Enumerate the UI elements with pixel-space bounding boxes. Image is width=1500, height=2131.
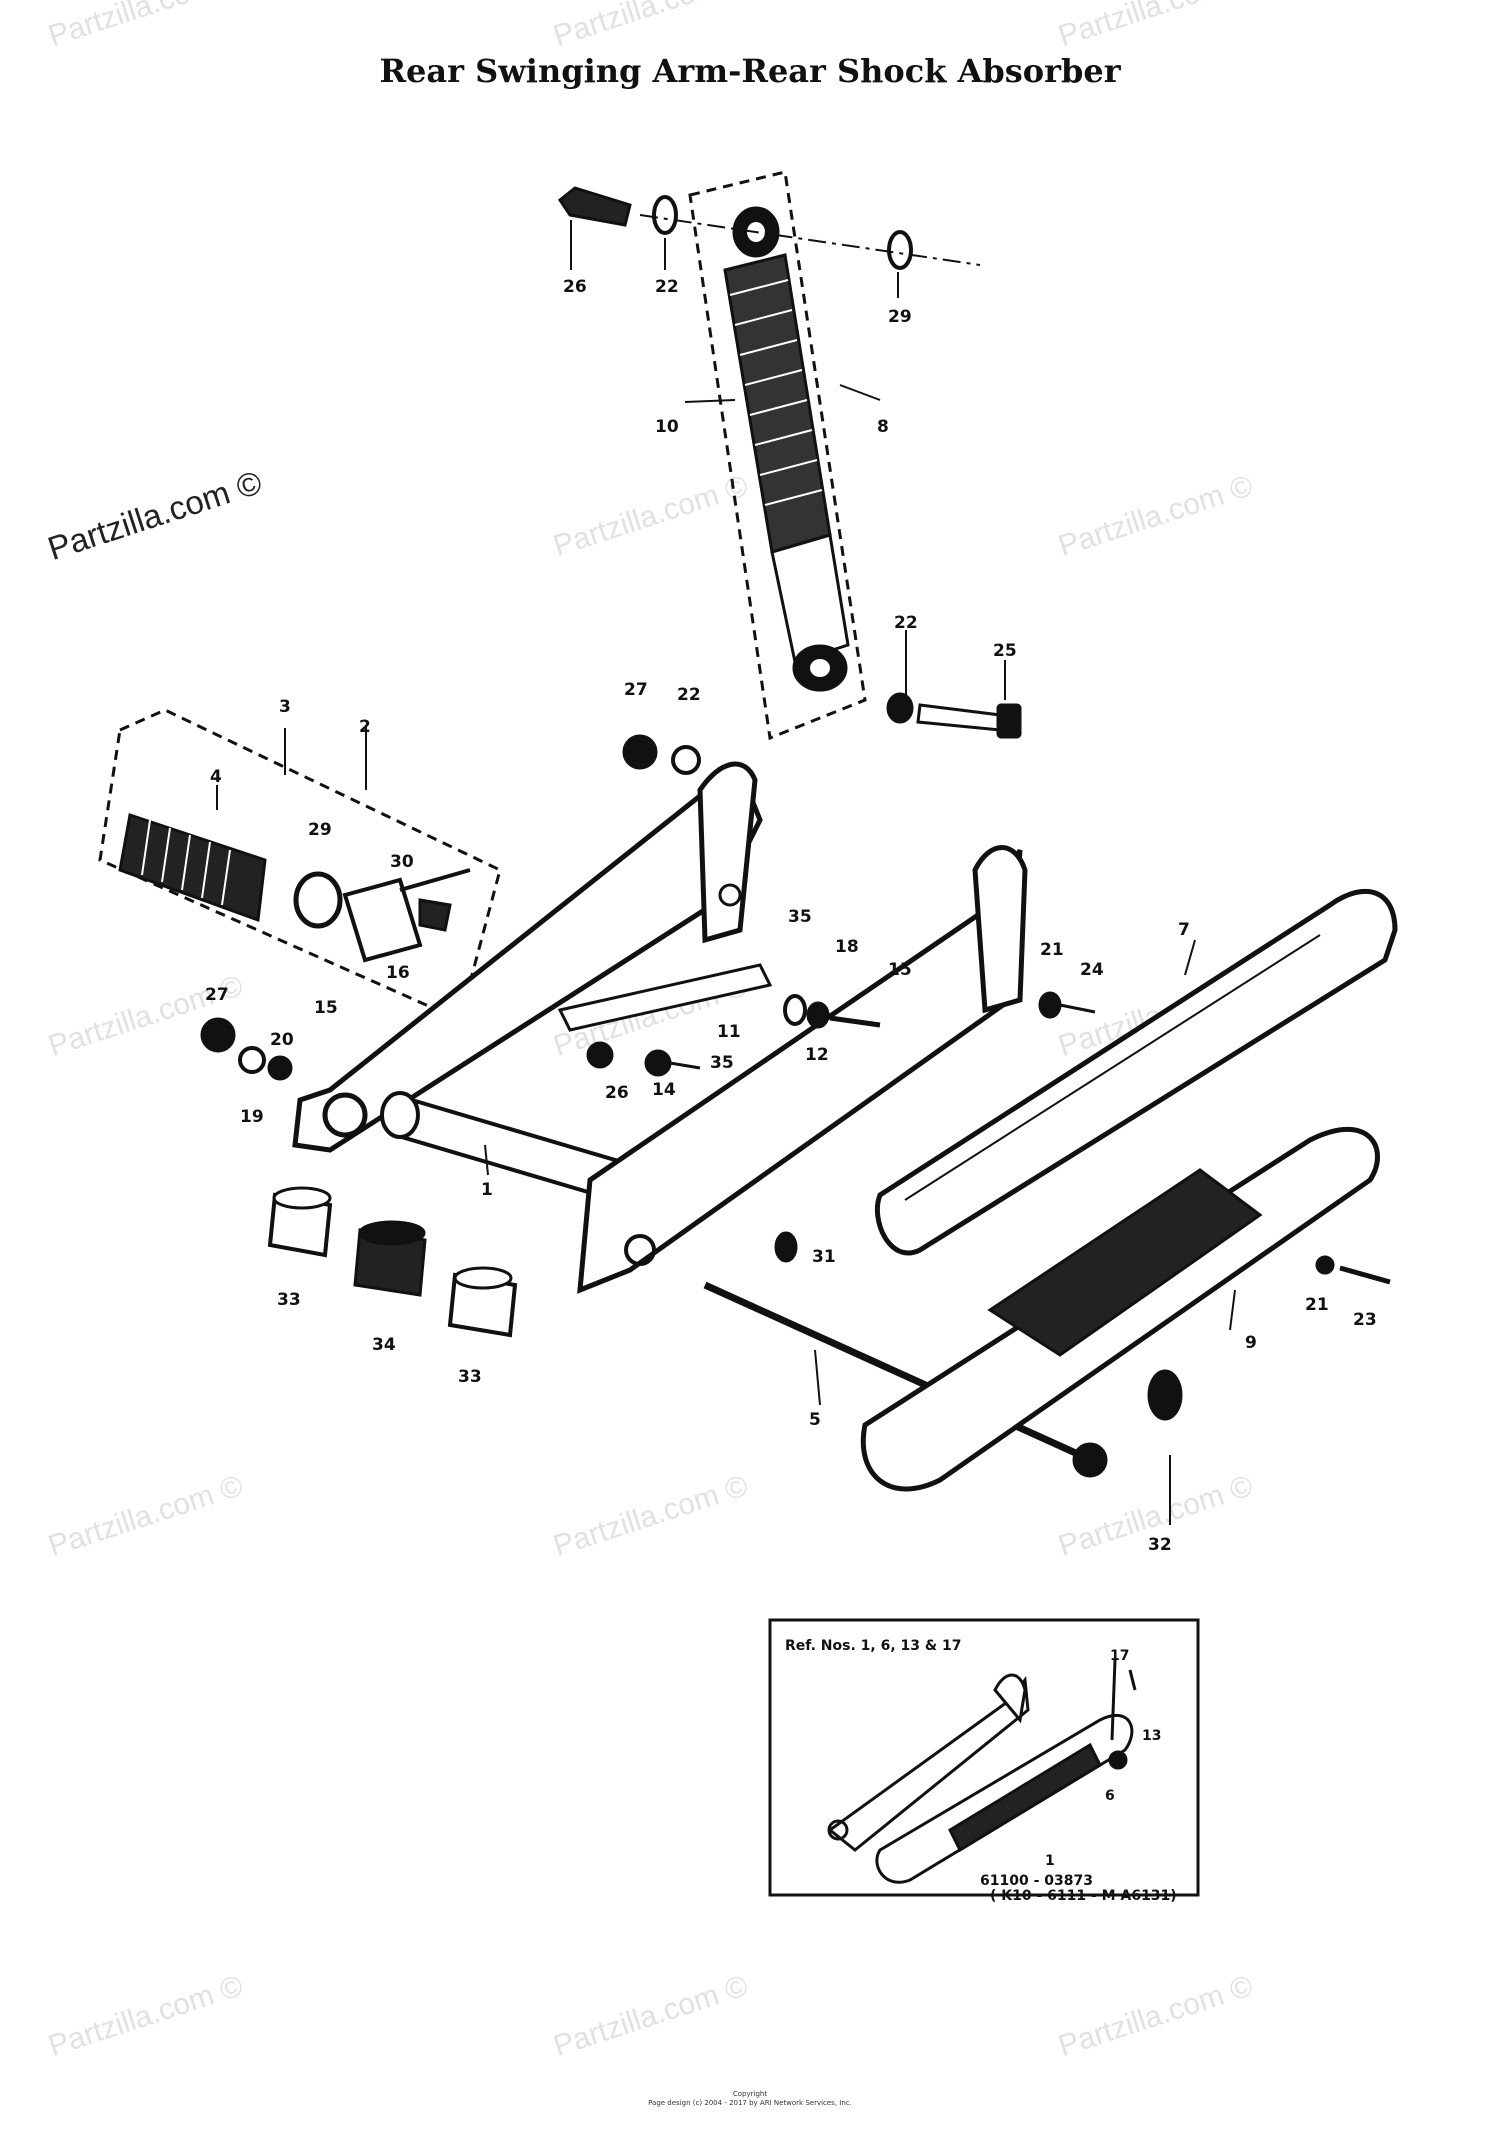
callout-9: 9 [1245, 1333, 1257, 1353]
callout-11: 11 [717, 1022, 741, 1042]
callout-31: 31 [812, 1247, 836, 1267]
callout-27: 27 [624, 680, 648, 700]
callout-2: 2 [359, 717, 371, 737]
callout-10: 10 [655, 417, 679, 437]
frame-top-hardware [622, 734, 701, 775]
callout-33b: 33 [458, 1367, 482, 1387]
callout-34: 34 [372, 1335, 396, 1355]
callout-22b: 22 [894, 613, 918, 633]
callout-15: 12 [805, 1045, 829, 1065]
callout-14: 15 [314, 998, 338, 1018]
inset-callout-13: 13 [1142, 1728, 1161, 1744]
callout-7: 7 [1178, 920, 1190, 940]
callout-5: 5 [809, 1410, 821, 1430]
callout-21: 21 [1040, 940, 1064, 960]
lower-mount-hardware [886, 692, 1022, 739]
inset-panel: Ref. Nos. 1, 6, 13 & 17 17 13 6 1 61100 … [768, 1618, 1200, 1904]
left-pivot-hardware [200, 1017, 293, 1081]
callout-3: 3 [279, 697, 291, 717]
shock-absorber-assembly [639, 170, 981, 741]
top-mount-hardware [557, 186, 913, 270]
callout-1: 1 [481, 1180, 493, 1200]
center-hardware [586, 991, 1096, 1077]
callout-30: 30 [390, 852, 414, 872]
inset-callout-6: 6 [1105, 1788, 1115, 1804]
callout-4: 4 [210, 767, 222, 787]
left-grip-assembly [98, 708, 502, 1023]
callout-19: 19 [240, 1107, 264, 1127]
callout-35: 35 [788, 907, 812, 927]
callout-26b: 26 [605, 1083, 629, 1103]
callout-24: 24 [1080, 960, 1104, 980]
callout-23: 23 [1353, 1310, 1377, 1330]
footer-copyright: Copyright [732, 2090, 768, 2098]
inset-part-number: 61100 - 03873 [980, 1873, 1093, 1889]
chain-case-top [874, 888, 1398, 1256]
chain-case-lower [774, 1126, 1391, 1492]
inset-callout-17: 17 [1110, 1648, 1129, 1664]
callout-20: 20 [270, 1030, 294, 1050]
callout-22: 22 [655, 277, 679, 297]
callout-33: 33 [277, 1290, 301, 1310]
swing-arm [292, 761, 1028, 1294]
callout-25: 25 [993, 641, 1017, 661]
footer: Copyright Page design (c) 2004 - 2017 by… [0, 2090, 1500, 2108]
callout-21b: 21 [1305, 1295, 1329, 1315]
inset-callout-1: 1 [1045, 1853, 1055, 1869]
pivot-bushings [267, 1186, 518, 1338]
inset-heading: Ref. Nos. 1, 6, 13 & 17 [785, 1638, 961, 1654]
callout-26: 26 [563, 277, 587, 297]
callout-32: 32 [1148, 1535, 1172, 1555]
callout-15b: 14 [652, 1080, 676, 1100]
diagram-title: Rear Swinging Arm-Rear Shock Absorber [379, 52, 1121, 90]
callout-8: 8 [877, 417, 889, 437]
callout-22c: 22 [677, 685, 701, 705]
footer-page-design: Page design (c) 2004 - 2017 by ARI Netwo… [648, 2099, 852, 2107]
leader-lines [216, 220, 1236, 1525]
callout-12: 15 [888, 960, 912, 980]
callout-35b: 35 [710, 1053, 734, 1073]
callout-27b: 27 [205, 985, 229, 1005]
callout-labels: 26 22 29 10 8 22 25 27 22 3 2 4 29 30 35… [205, 277, 1377, 1555]
callout-16: 16 [386, 963, 410, 983]
inset-part-number-alt: ( K10 - 6111 - M A6131) [990, 1888, 1177, 1904]
callout-18: 18 [835, 937, 859, 957]
callout-29: 29 [888, 307, 912, 327]
callout-29b: 29 [308, 820, 332, 840]
